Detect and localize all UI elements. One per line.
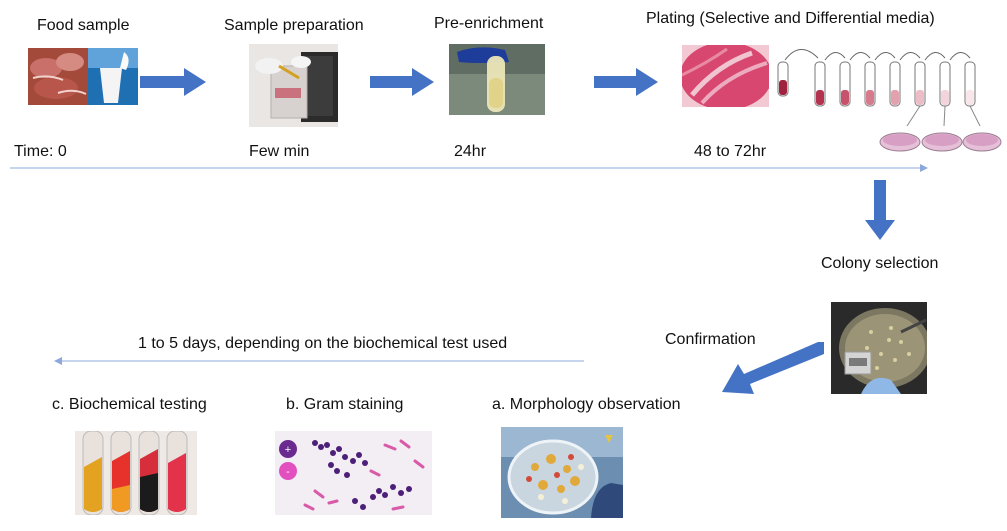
colony-selection-image xyxy=(831,302,927,394)
gram-staining-image: + - xyxy=(275,431,432,515)
time-24hr-label: 24hr xyxy=(454,143,487,160)
label-biochemical-testing: c. Biochemical testing xyxy=(52,396,207,413)
sample-preparation-image xyxy=(249,44,338,127)
label-colony-selection: Colony selection xyxy=(821,255,939,272)
time-few-min-label: Few min xyxy=(249,143,310,160)
timeline-top-line xyxy=(10,163,930,173)
days-duration-label: 1 to 5 days, depending on the biochemica… xyxy=(138,335,508,352)
food-sample-image xyxy=(28,48,138,105)
label-sample-preparation: Sample preparation xyxy=(224,17,364,34)
timeline-bottom-line xyxy=(54,355,586,367)
arrow-enrichment-to-plating xyxy=(594,66,660,98)
svg-text:+: + xyxy=(285,444,291,456)
svg-text:-: - xyxy=(286,466,290,478)
label-pre-enrichment: Pre-enrichment xyxy=(434,15,544,32)
morphology-petri-image xyxy=(501,427,623,518)
time-48-72hr-label: 48 to 72hr xyxy=(694,143,767,160)
pre-enrichment-image xyxy=(449,44,545,115)
arrow-food-to-prep xyxy=(140,66,208,98)
arrow-confirmation xyxy=(720,334,826,400)
arrow-down-to-colony xyxy=(864,180,896,242)
arrow-prep-to-enrichment xyxy=(370,66,436,98)
serial-dilution-diagram xyxy=(772,40,1002,158)
label-plating: Plating (Selective and Differential medi… xyxy=(646,10,935,27)
biochemical-tubes-image xyxy=(75,431,197,515)
label-morphology-observation: a. Morphology observation xyxy=(492,396,681,413)
label-food-sample: Food sample xyxy=(37,17,130,34)
label-gram-staining: b. Gram staining xyxy=(286,396,404,413)
time-0-label: Time: 0 xyxy=(14,143,67,160)
label-confirmation: Confirmation xyxy=(665,331,756,348)
plating-dish-image xyxy=(682,45,769,107)
